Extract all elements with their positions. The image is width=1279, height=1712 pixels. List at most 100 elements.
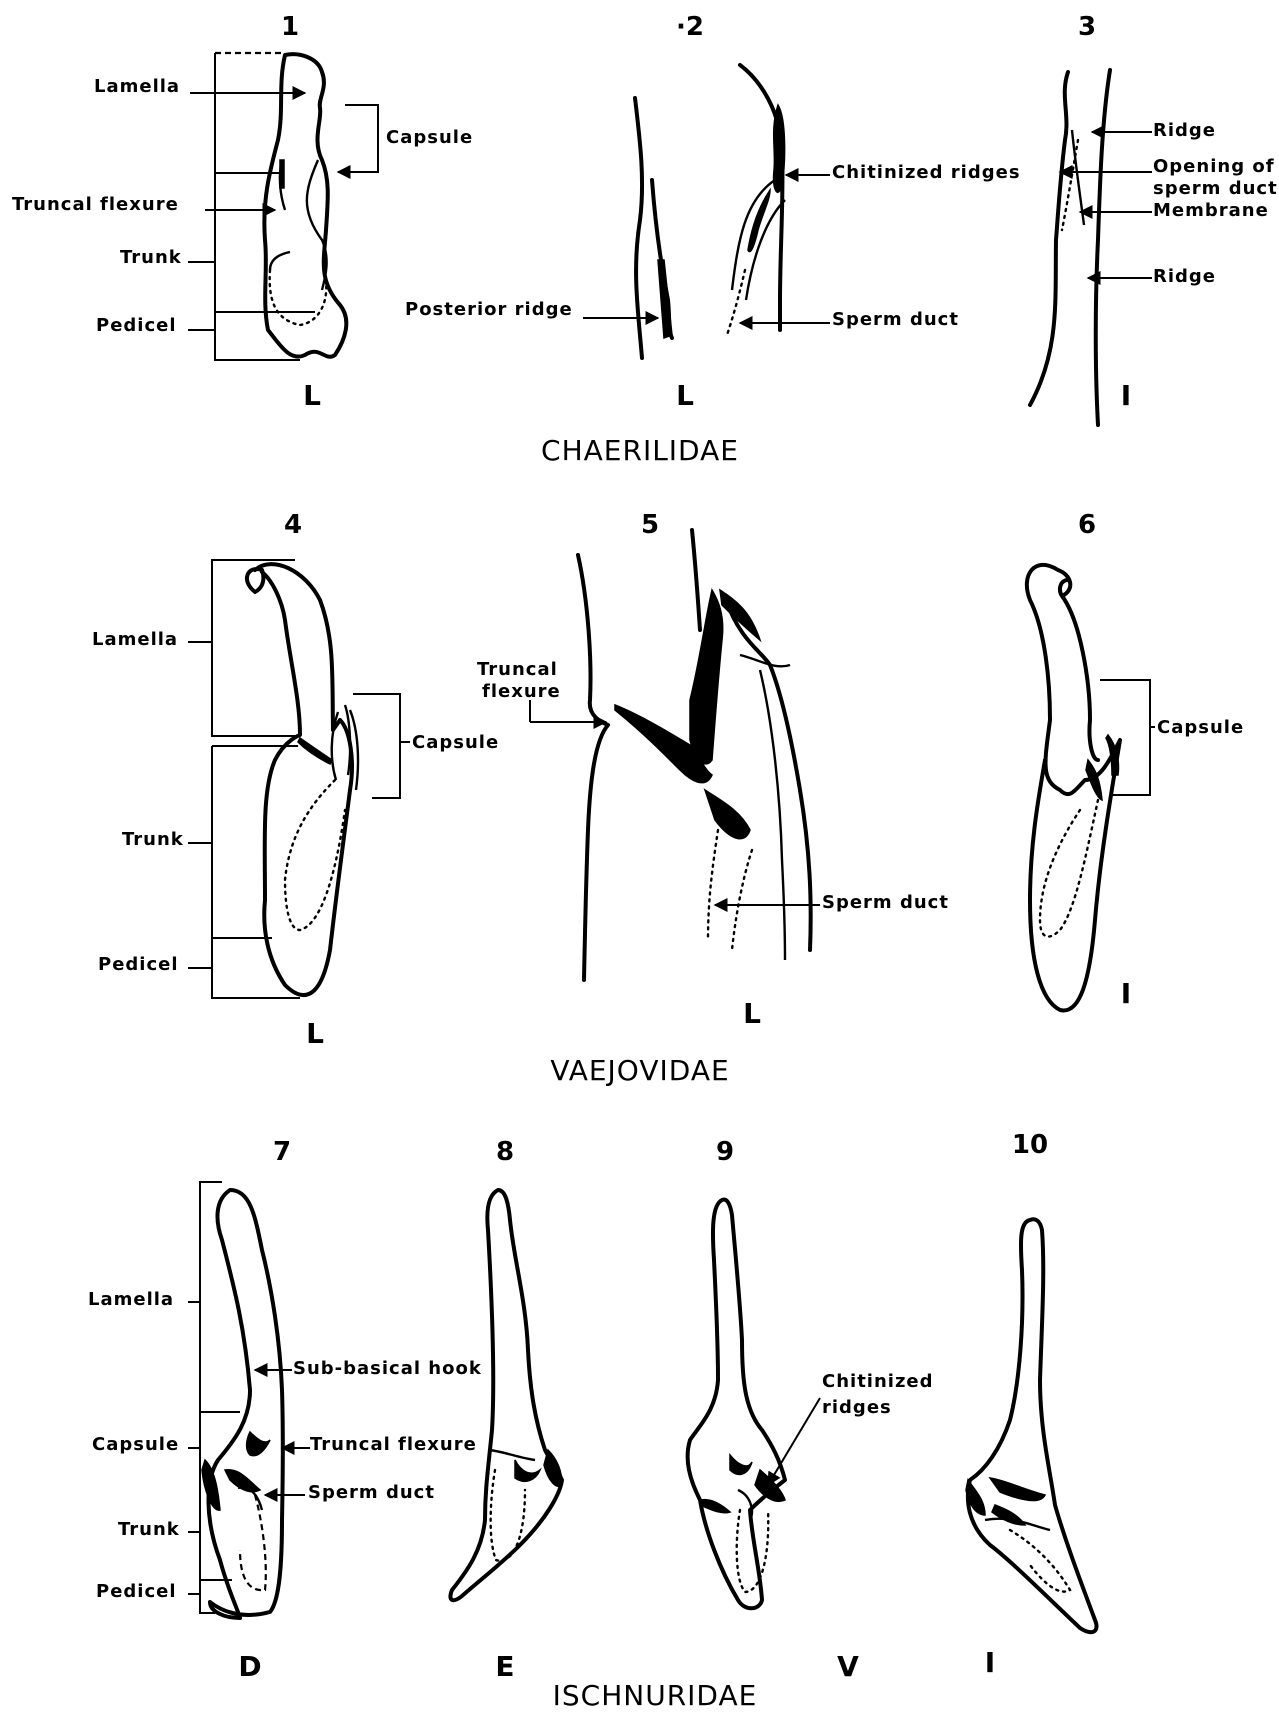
figure-9-chitin-v [730, 1455, 752, 1474]
figure-10-outline [968, 1219, 1097, 1632]
view-letter-1: L [303, 379, 321, 412]
figure-6-sperm-duct [1040, 800, 1098, 937]
figure-2: ·2 Posterior ridge Chitinized ridges Spe… [405, 12, 1021, 412]
figure-number-7: 7 [273, 1137, 291, 1167]
label-sperm-duct: Sperm duct [308, 1482, 435, 1503]
view-letter-4: L [306, 1017, 324, 1050]
figure-8-outline [450, 1190, 562, 1600]
figure-5-sperm-duct-1 [708, 830, 718, 940]
figure-3-inner-line [1072, 130, 1084, 225]
figure-5-chitin-lower [705, 790, 750, 839]
figure-number-10: 10 [1012, 1130, 1048, 1160]
figure-5-sperm-duct-2 [732, 850, 752, 950]
figure-5-upper-stalk [692, 530, 700, 630]
figure-1-lamella-bracket [215, 53, 280, 173]
view-letter-5: L [743, 997, 761, 1030]
view-letter-9: V [837, 1650, 859, 1683]
view-letter-7: D [238, 1650, 261, 1683]
label-capsule: Capsule [1157, 717, 1244, 738]
figure-8-chitin-right [544, 1450, 562, 1486]
figure-number-6: 6 [1078, 510, 1096, 540]
view-letter-3: I [1121, 379, 1131, 412]
figure-number-5: 5 [641, 510, 659, 540]
figure-8-chitin-mid [515, 1460, 540, 1481]
figure-3-left-edge [1030, 72, 1068, 405]
figure-10-sperm-duct [1010, 1530, 1070, 1592]
label-posterior-ridge: Posterior ridge [405, 299, 573, 320]
figure-number-4: 4 [284, 510, 302, 540]
label-chitinized-line1: Chitinized [822, 1371, 934, 1392]
figure-9-chitin-left [700, 1500, 730, 1513]
view-letter-6: I [1121, 977, 1131, 1010]
label-lamella: Lamella [92, 629, 178, 650]
label-chitinized-line2: ridges [822, 1397, 892, 1418]
label-truncal-line2: flexure [482, 681, 561, 702]
figure-3: 3 Ridge Opening of sperm duct Membrane R… [1030, 12, 1278, 425]
figure-7-outline [208, 1190, 282, 1618]
label-sub-basical-hook: Sub-basical hook [293, 1358, 482, 1379]
figure-7-chitin-left [202, 1460, 220, 1510]
family-chaerilidae: CHAERILIDAE [541, 434, 739, 467]
figure-9-chitin-leader [768, 1398, 820, 1485]
figure-1-sperm-duct [270, 270, 327, 325]
figure-7: 7 Lamella Capsule Trunk Pedicel Sub-basi… [88, 1137, 482, 1683]
label-pedicel: Pedicel [96, 1581, 177, 1602]
figure-3-right-edge [1096, 70, 1110, 425]
label-truncal-line1: Truncal [477, 659, 558, 680]
figure-10-chitin-top [990, 1478, 1045, 1501]
label-trunk: Trunk [120, 247, 182, 268]
figure-4-capsule-bracket [353, 694, 400, 798]
family-ischnuridae: ISCHNURIDAE [553, 1679, 758, 1712]
label-capsule: Capsule [386, 127, 473, 148]
label-truncal-flexure: Truncal flexure [12, 194, 179, 215]
figure-2-sperm-duct [727, 270, 745, 335]
label-lamella: Lamella [94, 76, 180, 97]
figure-7-frame [200, 1182, 222, 1613]
figure-number-9: 9 [716, 1137, 734, 1167]
figure-number-3: 3 [1078, 12, 1096, 42]
label-truncal-flexure: Truncal flexure [310, 1434, 477, 1455]
label-pedicel: Pedicel [96, 315, 177, 336]
label-ridge-lower: Ridge [1153, 266, 1216, 287]
figure-1: 1 Lamella Capsule Truncal flexure Trunk … [12, 12, 473, 412]
figure-4-lamella-bracket [212, 560, 298, 736]
label-lamella: Lamella [88, 1289, 174, 1310]
figure-10: 10 I [966, 1130, 1097, 1679]
figure-2-posterior-ridge [658, 260, 672, 338]
figure-2-chitin-2 [748, 190, 770, 252]
label-opening-line1: Opening of [1153, 156, 1275, 177]
view-letter-8: E [495, 1650, 514, 1683]
label-capsule: Capsule [412, 732, 499, 753]
view-letter-10: I [985, 1646, 995, 1679]
label-opening-line2: sperm duct [1153, 178, 1278, 199]
figure-number-8: 8 [496, 1137, 514, 1167]
label-trunk: Trunk [118, 1519, 180, 1540]
figure-5: 5 Truncal flexure Sperm duct L [477, 510, 949, 1030]
figure-1-trunk-bracket [215, 173, 300, 360]
label-chitinized-ridges: Chitinized ridges [832, 162, 1021, 183]
figure-6-outline [1027, 565, 1120, 1011]
figure-5-chitin-central [690, 590, 723, 764]
figure-2-chitin-1 [774, 105, 785, 192]
label-pedicel: Pedicel [98, 954, 179, 975]
family-vaejovidae: VAEJOVIDAE [550, 1054, 729, 1087]
figure-6: 6 Capsule I [1027, 510, 1244, 1010]
label-trunk: Trunk [122, 829, 184, 850]
label-sperm-duct: Sperm duct [832, 309, 959, 330]
figure-4: 4 Lamella Capsule Trunk Pedicel L [92, 510, 499, 1050]
figure-number-2: ·2 [676, 12, 704, 42]
figure-8-ridge-line [490, 1450, 535, 1460]
label-sperm-duct: Sperm duct [822, 892, 949, 913]
figure-5-inner-right [760, 670, 785, 960]
figure-8: 8 E [450, 1137, 562, 1683]
label-capsule: Capsule [92, 1434, 179, 1455]
figure-1-capsule-bracket [340, 105, 378, 172]
figure-6-capsule-chitin [1106, 735, 1119, 775]
figure-number-1: 1 [281, 12, 299, 42]
figure-1-chitin-mark [280, 160, 284, 188]
figure-5-left-edge [578, 555, 608, 980]
label-membrane: Membrane [1153, 200, 1269, 221]
label-ridge-upper: Ridge [1153, 120, 1216, 141]
view-letter-2: L [676, 379, 694, 412]
